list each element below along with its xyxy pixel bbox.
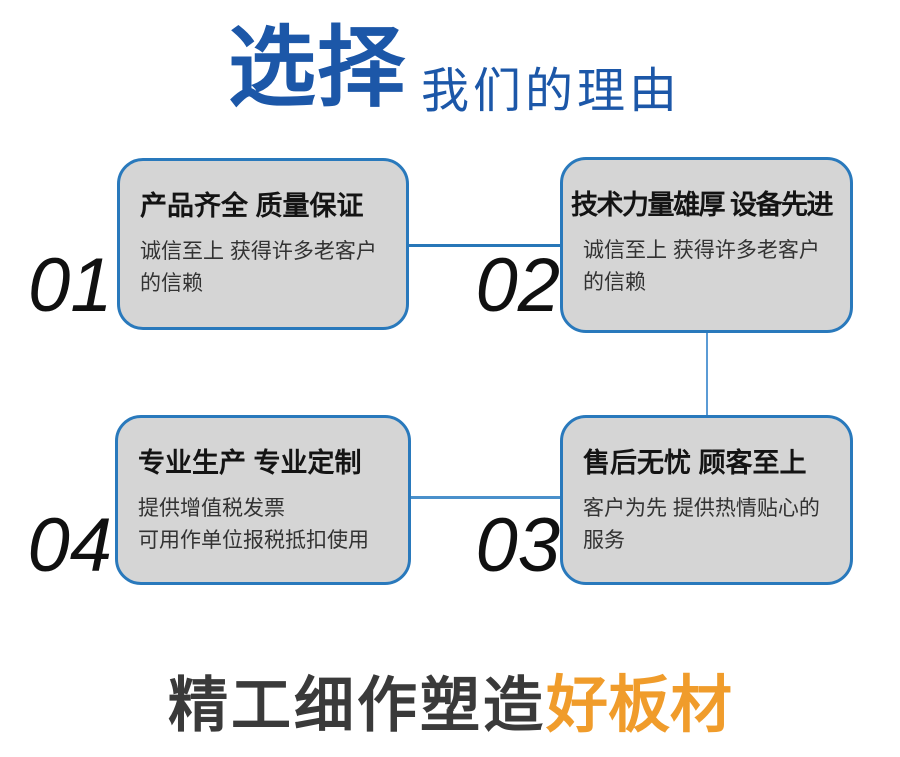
- card-title: 产品齐全 质量保证: [140, 191, 364, 221]
- footer-slogan: 精工细作塑造好板材: [0, 671, 900, 740]
- card-body: 客户为先 提供热情贴心的 服务: [583, 497, 820, 552]
- connector-card1-card2: [409, 244, 561, 247]
- feature-card-1: 产品齐全 质量保证 诚信至上 获得许多老客户 的信赖: [117, 158, 409, 330]
- card-title: 售后无忧 顾客至上: [583, 448, 807, 478]
- step-number-4: 04: [27, 503, 112, 588]
- page-title-sub: 我们的理由: [421, 65, 682, 118]
- card-body: 提供增值税发票 可用作单位报税抵扣使用: [138, 497, 369, 552]
- card-body: 诚信至上 获得许多老客户 的信赖: [140, 240, 377, 295]
- card-title: 技术力量雄厚 设备先进: [571, 190, 834, 220]
- step-number-1: 01: [28, 243, 113, 328]
- connector-card2-card3: [706, 331, 708, 416]
- card-body: 诚信至上 获得许多老客户 的信赖: [583, 239, 820, 294]
- step-number-3: 03: [475, 503, 560, 588]
- page-title-main: 选择: [228, 18, 407, 117]
- slogan-dark-text: 精工细作塑造: [167, 672, 546, 739]
- card-title: 专业生产 专业定制: [138, 448, 362, 478]
- feature-card-2: 技术力量雄厚 设备先进 诚信至上 获得许多老客户 的信赖: [560, 157, 853, 333]
- feature-card-3: 售后无忧 顾客至上 客户为先 提供热情贴心的 服务: [560, 415, 853, 585]
- connector-card4-card3: [410, 496, 561, 499]
- slogan-accent-text: 好板材: [545, 671, 732, 740]
- step-number-2: 02: [475, 243, 560, 328]
- feature-card-4: 专业生产 专业定制 提供增值税发票 可用作单位报税抵扣使用: [115, 415, 411, 585]
